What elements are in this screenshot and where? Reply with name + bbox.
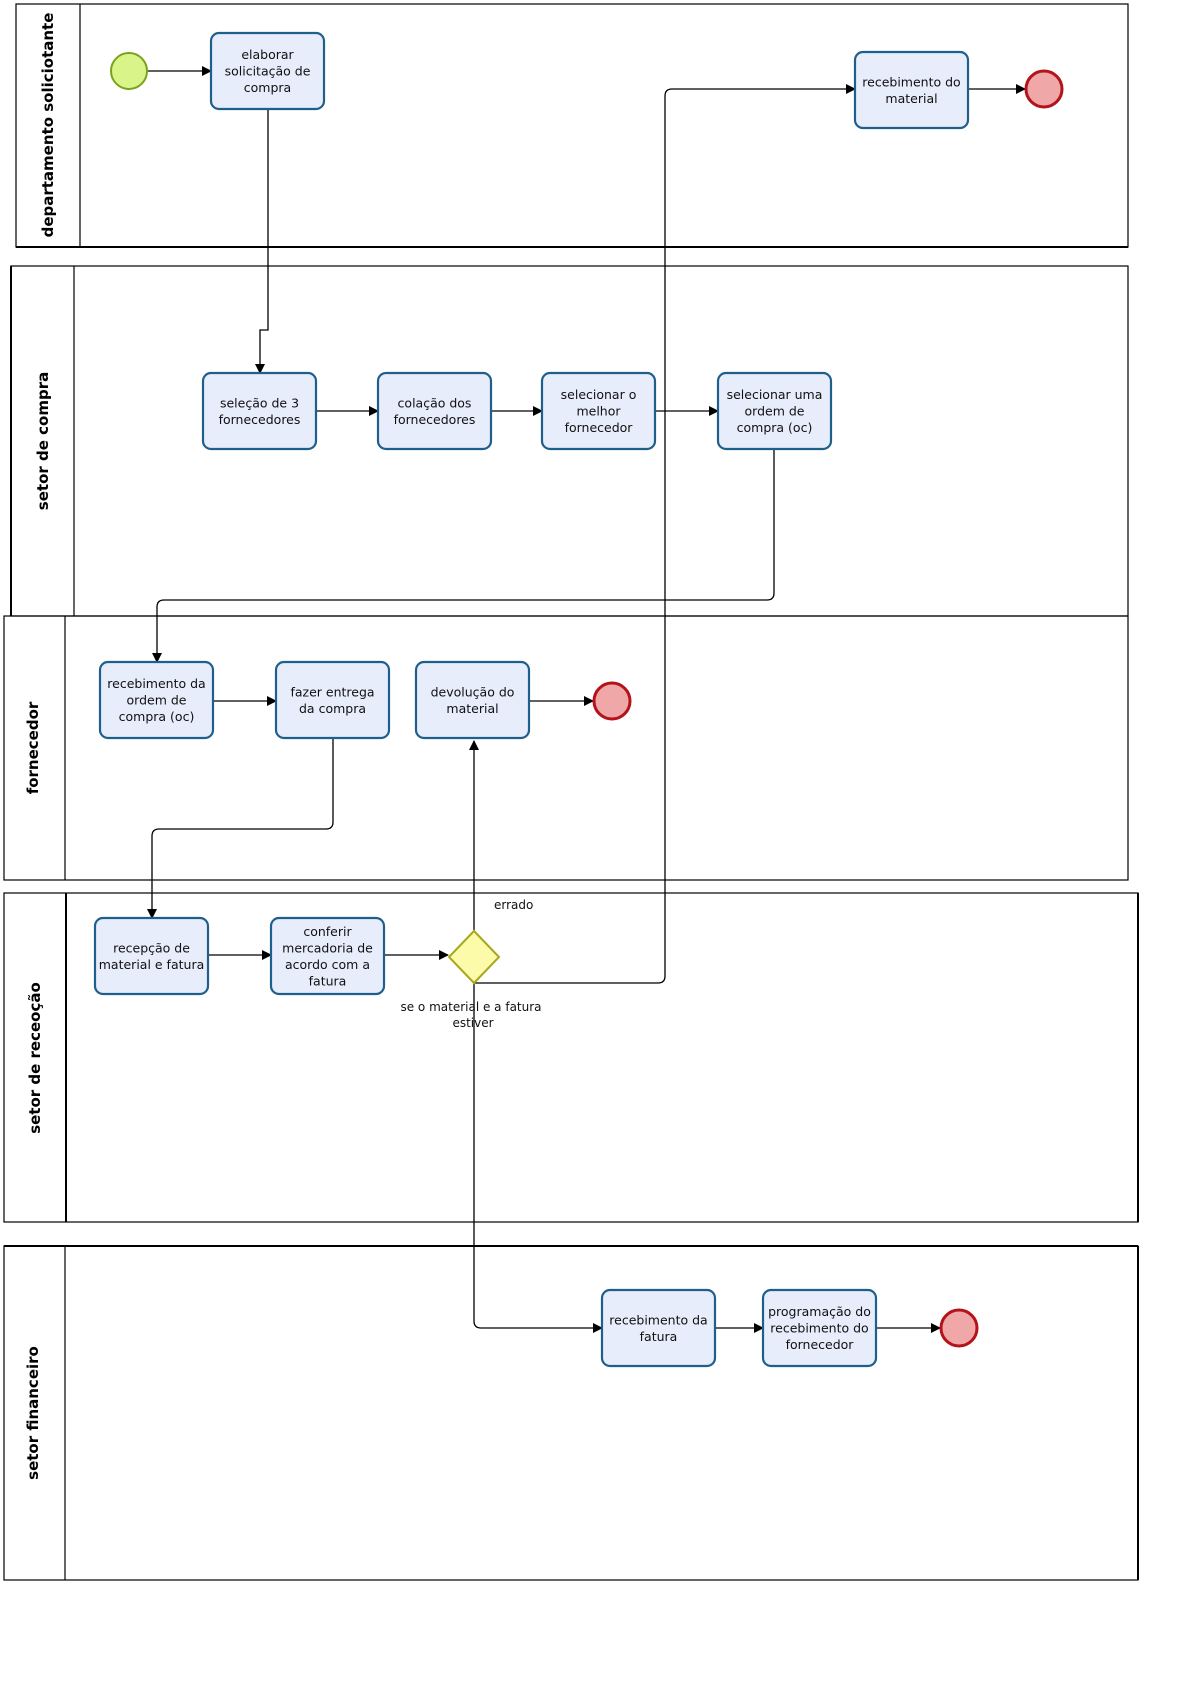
task-receb-fatura[interactable]: recebimento da fatura bbox=[600, 1288, 717, 1368]
task-label: recebimento da bbox=[609, 1312, 707, 1327]
task-label: mercadoria de bbox=[282, 940, 373, 955]
task-label: conferir bbox=[303, 924, 352, 939]
task-label: ordem de bbox=[745, 404, 805, 419]
exclusive-gateway[interactable] bbox=[447, 929, 501, 985]
task-fazer-entrega[interactable]: fazer entrega da compra bbox=[274, 660, 391, 740]
lane-fornecedor: fornecedor bbox=[3, 615, 1129, 881]
task-label: selecionar uma bbox=[727, 387, 823, 402]
end-event-fornecedor[interactable] bbox=[592, 681, 632, 721]
task-box[interactable] bbox=[540, 371, 657, 451]
task-label: material bbox=[446, 701, 498, 716]
task-label: selecionar o bbox=[561, 387, 637, 402]
task-box[interactable] bbox=[93, 916, 210, 996]
task-label: compra (oc) bbox=[737, 420, 813, 435]
task-label: fornecedor bbox=[565, 420, 634, 435]
task-label: recebimento do bbox=[862, 74, 960, 89]
task-box[interactable] bbox=[98, 660, 215, 740]
label-errado: errado bbox=[494, 898, 533, 912]
task-label: material bbox=[885, 91, 937, 106]
lane-title: departamento soliciotante bbox=[39, 13, 57, 238]
flow-oc-to-receb-oc bbox=[152, 448, 775, 663]
task-box[interactable] bbox=[274, 660, 391, 740]
task-label: ordem de bbox=[127, 693, 187, 708]
task-label: recebimento do bbox=[770, 1321, 868, 1336]
task-devolucao[interactable]: devolução do material bbox=[414, 660, 531, 740]
task-box[interactable] bbox=[600, 1288, 717, 1368]
end-event-solicitante[interactable] bbox=[1024, 69, 1064, 109]
task-box[interactable] bbox=[414, 660, 531, 740]
connectors bbox=[147, 66, 1026, 1333]
task-label: recebimento da bbox=[107, 676, 205, 691]
task-box[interactable] bbox=[716, 371, 833, 451]
task-label: devolução do bbox=[431, 684, 515, 699]
task-label: fornecedor bbox=[786, 1337, 855, 1352]
end-event-financeiro[interactable] bbox=[939, 1308, 979, 1348]
label-certo-line1: se o material e a fatura bbox=[400, 1000, 541, 1014]
task-label: material e fatura bbox=[99, 957, 205, 972]
task-label: acordo com a bbox=[285, 957, 370, 972]
task-recepcao[interactable]: recepção de material e fatura bbox=[93, 916, 210, 996]
task-label: fazer entrega bbox=[290, 684, 374, 699]
task-receb-material[interactable]: recebimento do material bbox=[853, 50, 970, 130]
flow-gateway-to-receb-material bbox=[474, 84, 856, 984]
task-selecao[interactable]: seleção de 3 fornecedores bbox=[201, 371, 318, 451]
task-colacao[interactable]: colação dos fornecedores bbox=[376, 371, 493, 451]
lane-setor-financeiro: setor financeiro bbox=[3, 1245, 1139, 1581]
task-label: colação dos bbox=[398, 395, 472, 410]
task-label: da compra bbox=[299, 701, 366, 716]
task-label: recepção de bbox=[113, 940, 190, 955]
label-certo-line2: estiver bbox=[452, 1016, 493, 1030]
task-box[interactable] bbox=[201, 371, 318, 451]
task-label: fornecedores bbox=[394, 412, 476, 427]
lane-title: setor financeiro bbox=[24, 1346, 42, 1480]
task-label: fatura bbox=[640, 1329, 678, 1344]
lane-title: setor de compra bbox=[34, 372, 52, 510]
task-label: seleção de 3 bbox=[220, 395, 299, 410]
flow-entrega-to-recepcao bbox=[147, 738, 334, 919]
task-box[interactable] bbox=[376, 371, 493, 451]
task-label: compra bbox=[244, 80, 291, 95]
start-event[interactable] bbox=[110, 52, 148, 90]
task-box[interactable] bbox=[853, 50, 970, 130]
lane-departamento-solicitante: departamento soliciotante bbox=[15, 3, 1129, 248]
task-label: elaborar bbox=[241, 47, 294, 62]
task-label: fatura bbox=[309, 973, 347, 988]
task-label: solicitação de bbox=[225, 64, 311, 79]
task-box[interactable] bbox=[761, 1288, 878, 1368]
task-label: fornecedores bbox=[219, 412, 301, 427]
task-box[interactable] bbox=[209, 31, 326, 111]
lane-title: setor de receoção bbox=[26, 982, 44, 1134]
task-label: melhor bbox=[576, 404, 621, 419]
flow-gateway-to-receb-fatura bbox=[473, 983, 603, 1333]
task-label: compra (oc) bbox=[119, 709, 195, 724]
task-label: programação do bbox=[768, 1304, 871, 1319]
flow-elaborar-to-selecao bbox=[255, 108, 269, 374]
lane-title: fornecedor bbox=[24, 701, 42, 794]
task-box[interactable] bbox=[269, 916, 386, 996]
lane-setor-de-recepcao: setor de receoção bbox=[3, 892, 1139, 1223]
